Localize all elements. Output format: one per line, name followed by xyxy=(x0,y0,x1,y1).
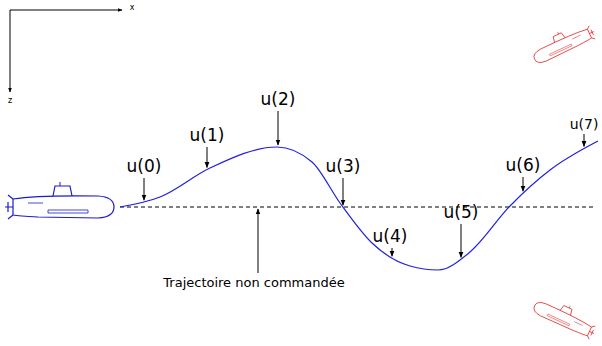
axis-label: z xyxy=(8,97,12,105)
pointer-arrow xyxy=(278,111,279,145)
control-label: u(5) xyxy=(444,204,479,221)
control-label: u(1) xyxy=(190,127,225,144)
axis-label: x xyxy=(130,4,135,12)
control-label: u(6) xyxy=(506,157,541,174)
dashed-trajectory xyxy=(120,207,596,208)
pointer-arrow xyxy=(207,147,208,167)
pointer-arrow xyxy=(584,134,585,146)
submarine xyxy=(5,182,114,219)
pointer-arrow xyxy=(258,209,259,273)
pointer-arrow xyxy=(461,224,462,257)
submarine xyxy=(532,292,601,340)
trajectory-label: Trajectoire non commandée xyxy=(163,276,344,289)
pointer-arrow xyxy=(144,178,145,200)
control-label: u(2) xyxy=(261,91,296,108)
control-label: u(4) xyxy=(373,228,408,245)
control-label: u(7) xyxy=(570,117,599,131)
axes xyxy=(10,10,122,92)
submarine xyxy=(528,18,597,66)
pointer-arrow xyxy=(343,178,344,205)
control-label: u(0) xyxy=(127,158,162,175)
pointer-arrow xyxy=(392,248,393,256)
control-label: u(3) xyxy=(326,158,361,175)
pointer-arrow xyxy=(523,177,524,191)
controlled-trajectory xyxy=(120,141,598,270)
